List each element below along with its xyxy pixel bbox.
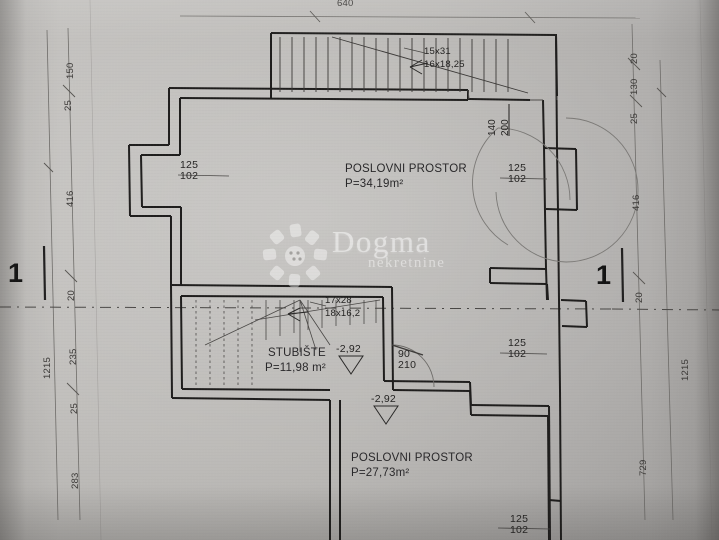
door-swings — [472, 117, 639, 263]
background-construction-lines — [89, 0, 713, 540]
room-label-poslovni-prostor-donji: POSLOVNI PROSTOR — [351, 452, 473, 464]
dimension-top-total: 640 — [337, 0, 354, 9]
opening-callout-door-stubiste: 90 210 — [398, 349, 416, 370]
opening-width: 125 — [508, 337, 527, 349]
room-area-poslovni-prostor-donji: P=27,73m² — [351, 467, 410, 479]
opening-height: 102 — [510, 523, 529, 536]
dimension-left-25a: 25 — [63, 100, 74, 111]
dimension-left-150: 150 — [65, 62, 76, 79]
room-label-poslovni-prostor-gornji: POSLOVNI PROSTOR — [345, 163, 467, 175]
door-swing-stubiste — [391, 344, 435, 388]
opening-width: 125 — [508, 162, 527, 174]
room-label-stubiste: STUBIŠTE — [268, 347, 326, 359]
stair-lower-direction-arrow — [287, 307, 309, 322]
elevation-markers — [338, 355, 399, 425]
stair-upper-direction-arrow — [409, 59, 429, 75]
room-area-poslovni-prostor-gornji: P=34,19m² — [345, 178, 404, 190]
opening-callout-door-entry: 140 200 — [487, 104, 513, 140]
stair-note-lower-line1: 17x28 — [325, 295, 352, 306]
dimension-left-416: 416 — [65, 190, 76, 207]
dimension-right-20b: 20 — [634, 292, 645, 303]
section-cut-line — [0, 306, 719, 311]
room-area-stubiste: P=11,98 m² — [265, 362, 326, 374]
section-marker-bars — [42, 245, 625, 303]
dimension-right-729: 729 — [638, 459, 649, 476]
door-leaf-stubiste — [391, 344, 424, 356]
section-marker-right: 1 — [596, 260, 612, 290]
stair-upper — [279, 36, 529, 94]
opening-height: 210 — [398, 358, 417, 371]
dimension-right-total: 1215 — [680, 359, 691, 381]
dimension-left-283: 283 — [70, 472, 81, 489]
dimension-lines — [46, 15, 674, 521]
opening-width: 140 — [487, 119, 498, 136]
opening-width: 90 — [398, 348, 411, 360]
dimension-right-416: 416 — [631, 194, 642, 211]
opening-height: 200 — [500, 119, 511, 136]
dimension-right-20a: 20 — [629, 53, 640, 64]
opening-callout-window-right-mid: 125 102 — [508, 338, 526, 359]
opening-width: 125 — [180, 159, 199, 171]
dimension-left-total: 1215 — [42, 357, 53, 379]
dimension-left-20a: 20 — [66, 290, 77, 301]
dimension-right-25: 25 — [629, 113, 640, 124]
dimension-left-235: 235 — [68, 348, 79, 365]
opening-height: 102 — [180, 169, 199, 182]
stair-lower — [195, 299, 381, 386]
opening-width: 125 — [510, 513, 529, 525]
section-marker-left: 1 — [8, 258, 24, 288]
stair-note-upper-line1: 15x31 — [424, 46, 451, 57]
opening-height: 102 — [508, 347, 527, 360]
dimension-right-130: 130 — [629, 78, 640, 95]
opening-callout-window-right-upper: 125 102 — [508, 163, 526, 184]
walls — [128, 32, 588, 540]
callout-leaders — [177, 47, 551, 530]
stair-note-lower-line2: 18x16,2 — [325, 308, 361, 319]
secondary-lines — [467, 89, 558, 101]
opening-height: 102 — [508, 172, 527, 185]
dimension-left-25b: 25 — [69, 403, 80, 414]
opening-callout-window-left: 125 102 — [180, 160, 198, 181]
opening-callout-window-right-lower: 125 102 — [510, 514, 528, 535]
dimension-ticks — [43, 10, 667, 396]
elevation-label-stubiste: -2,92 — [336, 343, 361, 355]
elevation-label-donji: -2,92 — [371, 393, 396, 405]
stair-note-upper-line2: 16x18,25 — [424, 59, 465, 70]
